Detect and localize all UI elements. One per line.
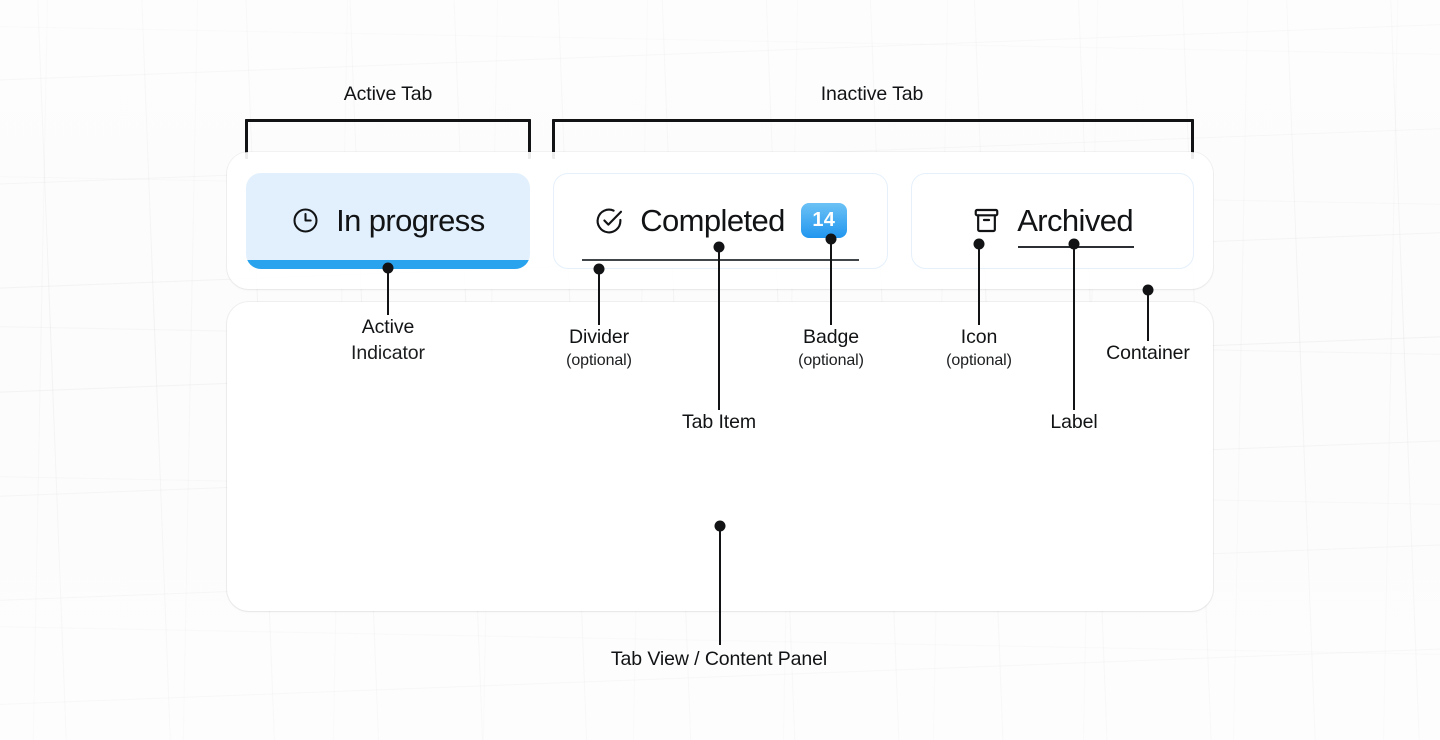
leader-line-icon [978,244,980,325]
tab-label-completed: Completed [640,202,785,238]
annotation-icon: Icon(optional) [946,326,1012,369]
annotation-divider: Divider(optional) [566,326,632,369]
leader-line-tab-item [718,247,720,410]
annotation-container: Container [1106,342,1190,364]
tab-item-in-progress[interactable]: In progress [246,172,530,269]
tab-badge-completed: 14 [800,203,847,238]
leader-line-badge [830,239,832,325]
bracket-label-inactive-tab: Inactive Tab [820,83,924,105]
bracket-active-tab [245,119,531,159]
annotation-badge: Badge(optional) [798,326,864,369]
tab-label-in-progress: In progress [336,202,485,238]
annotation-tab-item: Tab Item [682,411,756,433]
bracket-inactive-tab [552,119,1194,159]
annotation-content-panel: Tab View / Content Panel [610,648,828,670]
tab-divider-completed [582,258,859,261]
annotation-label: Label [1050,411,1098,433]
bracket-label-active-tab: Active Tab [343,83,433,105]
tab-item-archived[interactable]: Archived [911,172,1194,269]
archive-box-icon [972,206,1001,235]
leader-line-content-panel [719,526,721,645]
clock-icon [291,206,320,235]
tab-bar-container: In progress Completed 14 [227,152,1213,289]
leader-line-active-indicator [387,268,389,315]
tab-content-completed: Completed 14 [582,202,859,261]
check-circle-icon [594,206,624,236]
leader-line-container [1147,290,1149,341]
tab-content-archived: Archived [972,202,1134,248]
leader-line-label [1073,244,1075,410]
tab-content-in-progress: In progress [291,202,485,239]
tab-item-completed[interactable]: Completed 14 [552,172,889,269]
tab-label-archived: Archived [1017,202,1134,248]
leader-line-divider [598,269,600,325]
